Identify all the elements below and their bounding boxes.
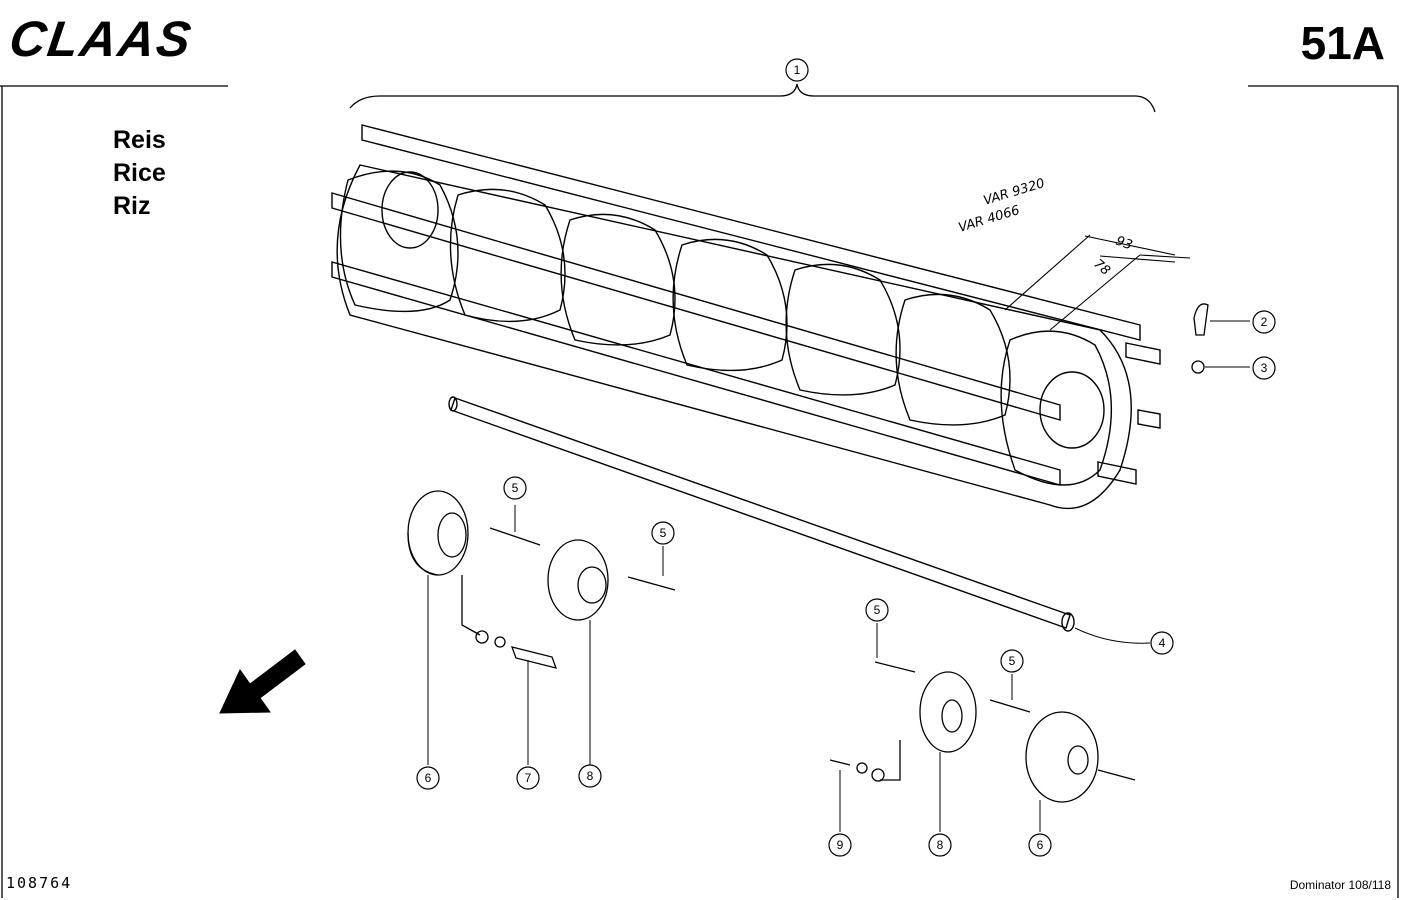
callout-circle — [928, 833, 952, 857]
page-number: 51A — [1300, 17, 1385, 69]
reference-number: 108764 — [6, 874, 73, 892]
callout-label-5: 5 — [512, 481, 519, 495]
dimension-lines — [1004, 234, 1191, 331]
callout-circle — [651, 521, 675, 545]
callout-label-5: 5 — [660, 526, 667, 540]
drum-shaft — [448, 396, 1075, 632]
crop-label-fr: Riz — [113, 192, 151, 220]
crop-label-de: Reis — [113, 126, 166, 154]
callout-label-9: 9 — [837, 838, 844, 852]
bolt-nut-items — [1191, 303, 1209, 374]
callout-circle — [1252, 356, 1276, 380]
callout-circle — [1150, 631, 1174, 655]
callout-label-1: 1 — [794, 63, 801, 77]
callout-circle — [785, 58, 809, 82]
callout-label-2: 2 — [1261, 315, 1268, 329]
leader-lines — [427, 320, 1250, 832]
callout-circle — [1000, 649, 1024, 673]
callout-label-5: 5 — [874, 603, 881, 617]
callout-circle — [516, 766, 540, 790]
right-hub-assembly — [829, 661, 1136, 803]
direction-arrow-icon — [219, 649, 306, 714]
callout-circle — [865, 598, 889, 622]
crop-label-en: Rice — [113, 159, 166, 187]
assembly-bracket — [349, 83, 1156, 113]
callout-label-5: 5 — [1009, 654, 1016, 668]
callout-circle — [416, 766, 440, 790]
callout-circle — [503, 476, 527, 500]
page-frame — [0, 85, 1399, 898]
callout-circle — [578, 764, 602, 788]
callout-circle — [828, 833, 852, 857]
callout-label-8: 8 — [937, 838, 944, 852]
callout-circle — [1028, 833, 1052, 857]
callout-label-4: 4 — [1159, 636, 1166, 650]
dim-label-a: 93 — [1114, 234, 1135, 254]
callout-label-8: 8 — [587, 769, 594, 783]
callout-label-3: 3 — [1261, 361, 1268, 375]
model-name: Dominator 108/118 — [1289, 878, 1391, 892]
threshing-drum — [331, 124, 1161, 510]
callout-label-6: 6 — [425, 771, 432, 785]
dim-label-var-b: VAR 4066 — [957, 203, 1022, 236]
callout-circle — [1252, 310, 1276, 334]
callout-label-6: 6 — [1037, 838, 1044, 852]
dim-label-b: 78 — [1090, 257, 1112, 279]
callout-label-7: 7 — [525, 771, 532, 785]
left-hub-assembly — [407, 490, 676, 669]
